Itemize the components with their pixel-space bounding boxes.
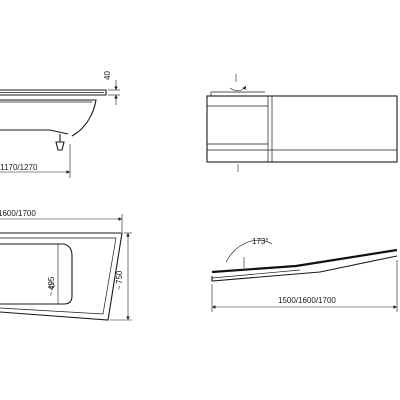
side-length-label: /1170/1270 — [0, 163, 38, 172]
side-bottom — [0, 129, 69, 135]
plan-outer-inner — [0, 237, 117, 315]
front-panel-view — [206, 74, 398, 172]
side-height-label: 40 — [103, 71, 112, 80]
panel-angle-arc — [229, 85, 247, 92]
section-profile-top — [211, 248, 398, 274]
side-body-outer — [0, 99, 97, 137]
plan-outer — [0, 232, 123, 321]
section-profile-bottom — [211, 255, 398, 282]
panel-outline — [206, 95, 398, 163]
section-angle-label: 173° — [252, 237, 269, 246]
plan-inner-depth-label: 495 — [47, 276, 56, 290]
plan-depth-label: 750 — [115, 270, 124, 284]
plan-drain — [49, 283, 55, 289]
side-rim — [0, 89, 107, 96]
section-angle-arc — [225, 240, 273, 263]
side-elevation-view: 40 /1170/1270 — [0, 71, 120, 178]
section-length-label: 1500/1600/1700 — [278, 296, 336, 305]
plan-basin — [0, 243, 73, 305]
plan-length-label: 1600/1700 — [0, 209, 36, 218]
panel-top-lip — [210, 91, 265, 96]
side-leg — [55, 134, 65, 151]
plan-depth-tilde: ~ — [115, 285, 124, 290]
plan-inner-tilde: ~ — [47, 291, 56, 296]
section-profile-view: 173° 1500/1600/1700 — [211, 237, 398, 312]
section-profile-inner — [211, 269, 301, 279]
top-plan-view: 1600/1700 495 ~ 750 ~ — [0, 209, 132, 321]
